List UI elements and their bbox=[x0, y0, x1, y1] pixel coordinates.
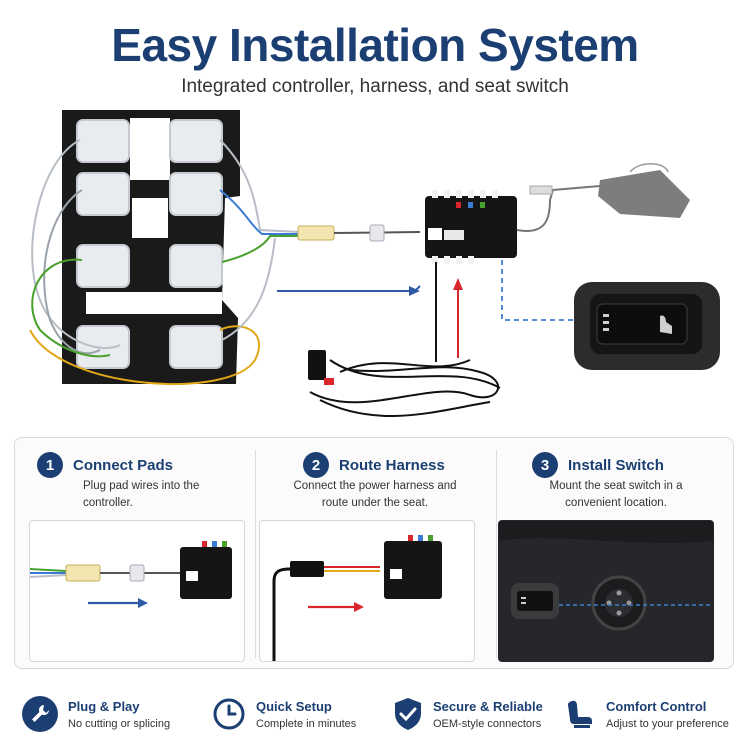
step-3: 3 Install Switch Mount the seat switch i… bbox=[496, 438, 736, 670]
feature-title: Comfort Control bbox=[606, 698, 707, 714]
feature-secure-reliable: Secure & Reliable OEM-style connectors bbox=[393, 684, 543, 744]
step-2-number: 2 bbox=[303, 452, 329, 478]
step-1-image bbox=[29, 520, 245, 662]
page-title: Easy Installation System bbox=[111, 19, 639, 71]
wrench-icon bbox=[22, 696, 58, 732]
step-2: 2 Route Harness Connect the power harnes… bbox=[255, 438, 495, 670]
step-2-image bbox=[259, 520, 475, 662]
step-2-header: 2 Route Harness bbox=[303, 452, 445, 478]
power-harness bbox=[309, 262, 501, 417]
seat-switch-module bbox=[574, 282, 720, 370]
step-1: 1 Connect Pads Plug pad wires into the c… bbox=[15, 438, 255, 670]
step-3-description: Mount the seat switch in a convenient lo… bbox=[549, 480, 683, 509]
feature-comfort-control: Comfort Control Adjust to your preferenc… bbox=[562, 684, 729, 744]
step-3-title: Install Switch bbox=[568, 456, 664, 474]
step-1-title: Connect Pads bbox=[73, 456, 174, 474]
clock-icon bbox=[213, 698, 245, 730]
feature-description: Adjust to your preference bbox=[606, 717, 729, 730]
shield-check-icon bbox=[395, 698, 421, 730]
step-2-description: Connect the power harness and route unde… bbox=[293, 480, 457, 509]
page-subtitle: Integrated controller, harness, and seat… bbox=[181, 76, 569, 97]
step-3-number: 3 bbox=[532, 452, 558, 478]
step-divider bbox=[255, 450, 256, 658]
feature-title: Secure & Reliable bbox=[433, 698, 543, 714]
installation-diagram bbox=[29, 110, 720, 417]
controller-unit bbox=[425, 190, 517, 264]
feature-description: OEM-style connectors bbox=[433, 717, 542, 730]
step-3-header: 3 Install Switch bbox=[532, 452, 664, 478]
step-3-image bbox=[498, 520, 714, 662]
features-bar: Plug & Play No cutting or splicing Quick… bbox=[0, 684, 750, 744]
step-2-title: Route Harness bbox=[339, 456, 445, 474]
step-1-header: 1 Connect Pads bbox=[37, 452, 173, 478]
feature-title: Plug & Play bbox=[68, 698, 140, 714]
feature-quick-setup: Quick Setup Complete in minutes bbox=[212, 684, 356, 744]
step-1-number: 1 bbox=[37, 452, 63, 478]
seat-icon bbox=[568, 700, 592, 728]
step-divider bbox=[496, 450, 497, 658]
feature-plug-play: Plug & Play No cutting or splicing bbox=[22, 684, 170, 744]
feature-description: Complete in minutes bbox=[256, 717, 357, 730]
step-1-description: Plug pad wires into the controller. bbox=[83, 480, 200, 509]
feature-title: Quick Setup bbox=[256, 698, 332, 714]
heating-pad bbox=[76, 119, 223, 369]
feature-description: No cutting or splicing bbox=[68, 717, 171, 730]
steps-panel: 1 Connect Pads Plug pad wires into the c… bbox=[14, 437, 734, 669]
